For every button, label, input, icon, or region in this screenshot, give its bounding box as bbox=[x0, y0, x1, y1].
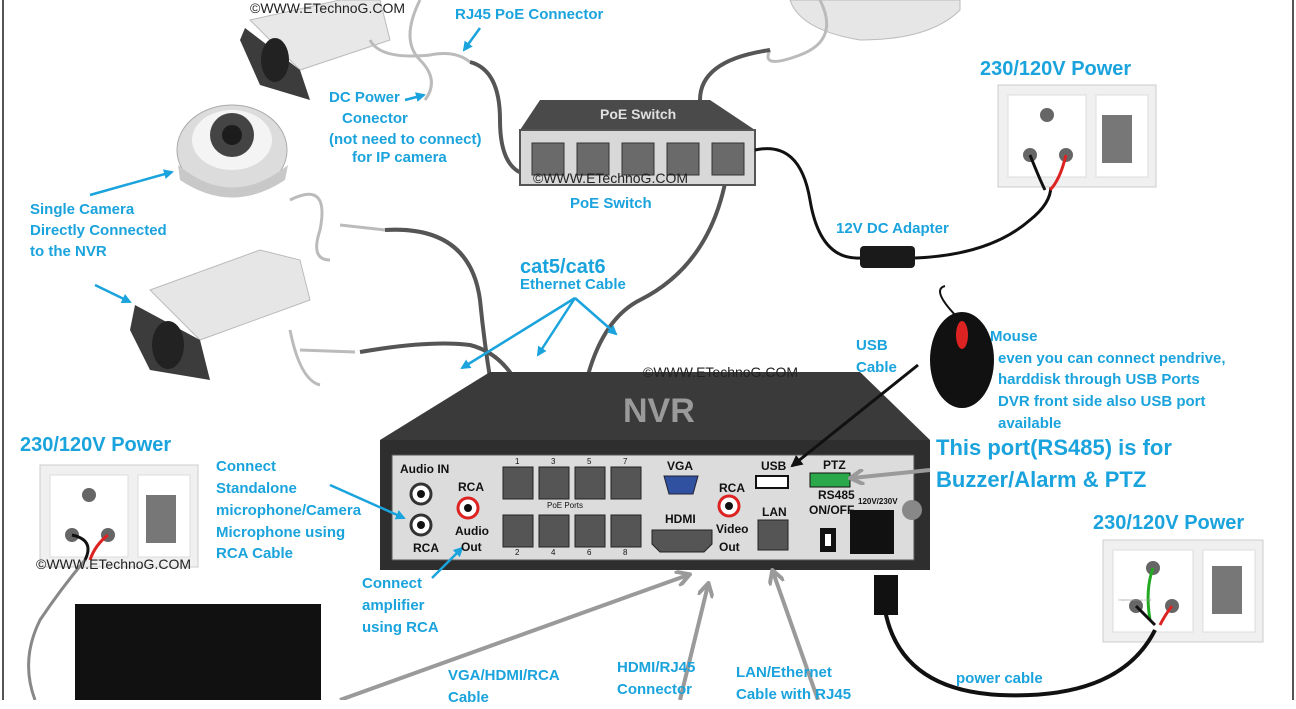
panel-lan: LAN bbox=[762, 505, 787, 519]
panel-hdmi: HDMI bbox=[665, 512, 696, 526]
watermark: ©WWW.ETechnoG.COM bbox=[643, 364, 798, 380]
nvr-device bbox=[380, 372, 930, 570]
power-plug bbox=[874, 575, 898, 615]
panel-poe-ports: PoE Ports bbox=[547, 501, 584, 510]
nvr-title: NVR bbox=[623, 392, 695, 430]
panel-usb: USB bbox=[761, 459, 787, 473]
panel-port-number: 8 bbox=[623, 548, 628, 557]
label-dc-power: for IP camera bbox=[352, 149, 447, 166]
label-single-camera: Single Camera bbox=[30, 201, 135, 218]
dome-camera-partial bbox=[789, 0, 961, 41]
label-connect-mic: Standalone bbox=[216, 480, 297, 497]
panel-port-number: 5 bbox=[587, 457, 592, 466]
label-power-left: 230/120V Power bbox=[20, 434, 172, 456]
panel-port-number: 7 bbox=[623, 457, 628, 466]
power-socket-right bbox=[1102, 539, 1264, 643]
panel-ptz: PTZ bbox=[823, 458, 846, 472]
label-mouse: even you can connect pendrive, bbox=[998, 350, 1226, 367]
panel-port-number: 3 bbox=[551, 457, 556, 466]
label-power-right: 230/120V Power bbox=[1093, 512, 1245, 534]
label-dc-power: Conector bbox=[342, 110, 408, 127]
label-mouse: DVR front side also USB port bbox=[998, 393, 1206, 410]
bullet-camera-top bbox=[240, 0, 391, 100]
bullet-camera-left bbox=[130, 249, 311, 380]
label-poe-switch: PoE Switch bbox=[570, 195, 652, 212]
label-lan-cable: LAN/Ethernet bbox=[736, 664, 832, 681]
label-connect-amp: using RCA bbox=[362, 619, 439, 636]
label-dc-power: (not need to connect) bbox=[329, 131, 482, 148]
label-rs485: This port(RS485) is for bbox=[936, 435, 1172, 460]
label-connect-mic: microphone/Camera bbox=[216, 502, 362, 519]
power-socket-left bbox=[39, 464, 199, 568]
label-power-top: 230/120V Power bbox=[980, 58, 1132, 80]
label-dc-power: DC Power bbox=[329, 89, 400, 106]
label-single-camera: Directly Connected bbox=[30, 222, 167, 239]
dome-camera bbox=[176, 104, 288, 198]
label-mouse: harddisk through USB Ports bbox=[998, 371, 1200, 388]
label-connect-mic: Microphone using bbox=[216, 524, 346, 541]
label-mouse: available bbox=[998, 415, 1062, 432]
mouse bbox=[930, 285, 994, 408]
watermark: ©WWW.ETechnoG.COM bbox=[1118, 598, 1152, 602]
label-hdmi-connector: HDMI/RJ45 bbox=[617, 659, 696, 676]
watermark: ©WWW.ETechnoG.COM bbox=[250, 0, 405, 16]
panel-port-number: 2 bbox=[515, 548, 520, 557]
panel-out: Out bbox=[719, 540, 740, 554]
label-rj45-poe-connector: RJ45 PoE Connector bbox=[455, 6, 604, 23]
panel-on-off: ON/OFF bbox=[809, 503, 855, 517]
monitor bbox=[75, 604, 321, 700]
panel-vga: VGA bbox=[667, 459, 694, 473]
label-connect-amp: amplifier bbox=[362, 597, 425, 614]
label-dc-adapter: 12V DC Adapter bbox=[836, 220, 949, 237]
watermark: ©WWW.ETechnoG.COM bbox=[533, 170, 688, 186]
panel-voltage: 120V/230V bbox=[858, 497, 898, 506]
power-socket-top bbox=[997, 84, 1157, 192]
panel-port-number: 4 bbox=[551, 548, 556, 557]
label-vga-cable: VGA/HDMI/RCA bbox=[448, 667, 560, 684]
label-single-camera: to the NVR bbox=[30, 243, 107, 260]
label-cat-cable: cat5/cat6 bbox=[520, 256, 606, 278]
label-connect-mic: Connect bbox=[216, 458, 276, 475]
panel-out: Out bbox=[461, 540, 482, 554]
poe-switch-title: PoE Switch bbox=[600, 106, 677, 122]
label-connect-amp: Connect bbox=[362, 575, 422, 592]
panel-port-number: 1 bbox=[515, 457, 520, 466]
label-rs485: Buzzer/Alarm & PTZ bbox=[936, 467, 1147, 492]
dc-adapter bbox=[860, 246, 915, 268]
label-power-cable: power cable bbox=[956, 670, 1043, 687]
panel-audio-in: Audio IN bbox=[400, 462, 450, 476]
label-ethernet-cable: Ethernet Cable bbox=[520, 276, 626, 293]
label-lan-cable: Cable with RJ45 bbox=[736, 686, 852, 703]
label-hdmi-connector: Connector bbox=[617, 681, 692, 698]
panel-port-number: 6 bbox=[587, 548, 592, 557]
label-mouse: Mouse bbox=[990, 328, 1038, 345]
panel-rca-audio: RCA bbox=[458, 480, 484, 494]
watermark: ©WWW.ETechnoG.COM bbox=[36, 556, 191, 572]
panel-audio: Audio bbox=[455, 524, 489, 538]
poe-switch bbox=[519, 100, 756, 186]
panel-rs485: RS485 bbox=[818, 488, 855, 502]
panel-rca: RCA bbox=[413, 541, 439, 555]
label-usb-cable: USB bbox=[856, 337, 888, 354]
label-vga-cable: Cable bbox=[448, 689, 489, 706]
panel-video: Video bbox=[716, 522, 749, 536]
label-usb-cable: Cable bbox=[856, 359, 897, 376]
label-connect-mic: RCA Cable bbox=[216, 545, 293, 562]
panel-rca-video: RCA bbox=[719, 481, 745, 495]
